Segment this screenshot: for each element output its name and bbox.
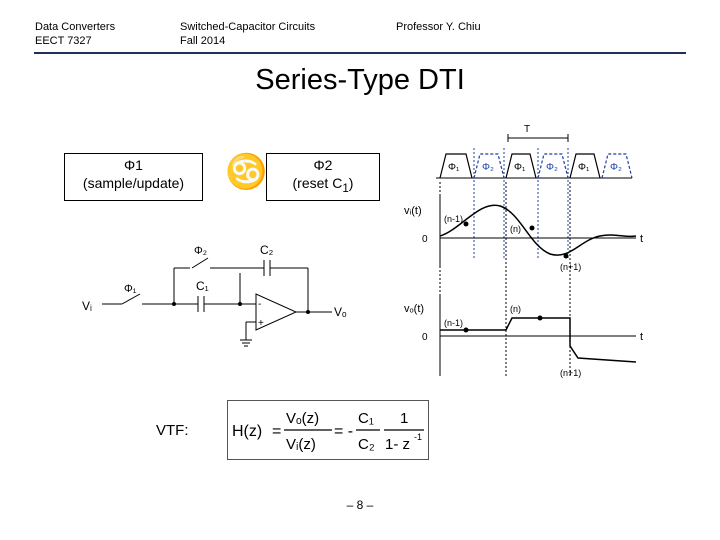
formula-num: Vₒ(z)	[286, 410, 319, 427]
vi-t-axis: t	[640, 233, 643, 245]
phase-transition-arrow-icon: ♋	[225, 152, 268, 192]
clk-label-5: Φ₁	[578, 162, 590, 173]
formula-eq2: = -	[334, 423, 353, 440]
header-rule	[34, 52, 686, 54]
vo-t-label: vₒ(t)	[404, 303, 424, 315]
vi-n: (n)	[510, 224, 521, 234]
page-number: – 8 –	[346, 498, 374, 512]
circuit-schematic: Vᵢ Φ₁ Φ₂ C₂ C₁ - + Vₒ	[82, 243, 347, 347]
phase1-desc: (sample/update)	[82, 175, 185, 191]
phase1-box: Φ1 (sample/update)	[64, 153, 203, 201]
topic-info: Switched-Capacitor Circuits Fall 2014	[180, 20, 315, 48]
transfer-function: H(z) = Vₒ(z) Vᵢ(z) = - C₁ C₂ 1 1- z -1	[232, 410, 424, 453]
phi2-switch	[191, 257, 209, 269]
phase2-name: Φ2	[313, 157, 333, 173]
clk-label-6: Φ₂	[610, 162, 622, 173]
vi-label: Vᵢ	[82, 299, 92, 313]
period-label: T	[524, 124, 530, 135]
clk-label-2: Φ₂	[482, 162, 494, 173]
vo-zero: 0	[422, 332, 428, 343]
vi-zero: 0	[422, 234, 428, 245]
clk-label-4: Φ₂	[546, 162, 558, 173]
op-amp	[255, 293, 298, 331]
phi1-label: Φ₁	[124, 283, 137, 295]
clk-label-1: Φ₁	[448, 162, 460, 173]
transfer-function-box: H(z) = Vₒ(z) Vᵢ(z) = - C₁ C₂ 1 1- z -1	[227, 400, 429, 460]
formula-one-minus: 1- z	[385, 436, 410, 453]
vi-n-plus-1: (n+1)	[560, 262, 581, 272]
formula-lhs: H(z)	[232, 423, 262, 440]
timing-diagram: T Φ₁ Φ₂ Φ₁ Φ₂ Φ₁ Φ₂ vᵢ(t) 0 t (n-1) (n) …	[404, 124, 643, 378]
phi2-label: Φ₂	[194, 245, 207, 257]
page-title: Series-Type DTI	[255, 64, 465, 96]
vtf-label: VTF:	[156, 422, 189, 439]
vo-label: Vₒ	[334, 305, 347, 319]
vo-n: (n)	[510, 304, 521, 314]
phase2-box: Φ2 (reset C1)	[266, 153, 380, 201]
formula-eq: =	[272, 423, 281, 440]
vo-t-axis: t	[640, 331, 643, 343]
clk-label-3: Φ₁	[514, 162, 526, 173]
phase1-name: Φ1	[124, 157, 143, 173]
topic-name: Switched-Capacitor Circuits	[180, 21, 316, 33]
phase2-desc: (reset C1)	[292, 175, 354, 195]
semester: Fall 2014	[180, 35, 226, 47]
formula-exp: -1	[414, 432, 422, 442]
opamp-minus: -	[258, 299, 261, 310]
vi-n-minus-1: (n-1)	[444, 214, 463, 224]
formula-den: Vᵢ(z)	[286, 436, 316, 453]
phase2-desc-sub: 1	[342, 181, 349, 195]
formula-c-num: C₁	[358, 410, 374, 427]
course-info: Data Converters EECT 7327	[35, 20, 115, 48]
vo-n-minus-1: (n-1)	[444, 318, 463, 328]
formula-c-den: C₂	[358, 436, 375, 453]
author: Professor Y. Chiu	[396, 21, 481, 33]
opamp-plus: +	[258, 318, 264, 329]
phi1-switch	[121, 293, 141, 305]
formula-one: 1	[400, 410, 408, 427]
vi-t-label: vᵢ(t)	[404, 205, 422, 217]
course-code: EECT 7327	[35, 35, 92, 47]
vo-n-plus-1: (n+1)	[560, 368, 581, 378]
c1-label: C₁	[196, 279, 209, 293]
course-name: Data Converters	[35, 21, 116, 33]
c2-label: C₂	[260, 243, 274, 257]
